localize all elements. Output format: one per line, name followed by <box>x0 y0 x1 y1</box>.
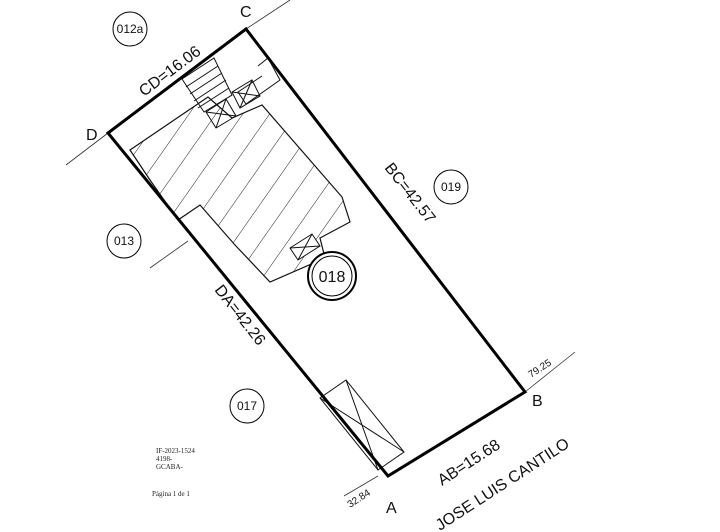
document-id-line2: 4198- <box>156 455 173 463</box>
vertex-label-d: D <box>86 127 98 144</box>
measure-a-corner: 32.84 <box>346 487 373 510</box>
parcel-label-right: 019 <box>441 180 461 194</box>
parcel-label-top: 012a <box>117 22 144 36</box>
crossed-box-near-a <box>319 379 405 471</box>
measure-b-corner: 79.25 <box>527 357 554 380</box>
parcel-012a: 012a <box>112 11 148 47</box>
building-footprint <box>129 96 351 283</box>
parcel-label-left: 013 <box>114 234 134 248</box>
parcel-label-lower-left: 017 <box>237 399 257 413</box>
parcel-018: 018 <box>307 251 357 301</box>
page-number: Página 1 de 1 <box>152 490 190 498</box>
parcel-013: 013 <box>106 223 142 259</box>
parcel-017: 017 <box>229 388 265 424</box>
corner-structure <box>231 57 281 109</box>
lot-boundary <box>105 26 528 478</box>
vertex-label-c: C <box>240 4 252 21</box>
stair-block <box>181 57 237 129</box>
parcel-label-main: 018 <box>319 269 346 286</box>
document-id-line3: GCABA- <box>156 463 184 471</box>
vertex-label-b: B <box>532 393 543 410</box>
neighbour-lines <box>65 0 576 497</box>
inner-crossed-box <box>289 233 321 261</box>
vertex-label-a: A <box>386 500 397 517</box>
parcel-019: 019 <box>433 169 469 205</box>
document-id-line1: IF-2023-1524 <box>156 447 195 455</box>
